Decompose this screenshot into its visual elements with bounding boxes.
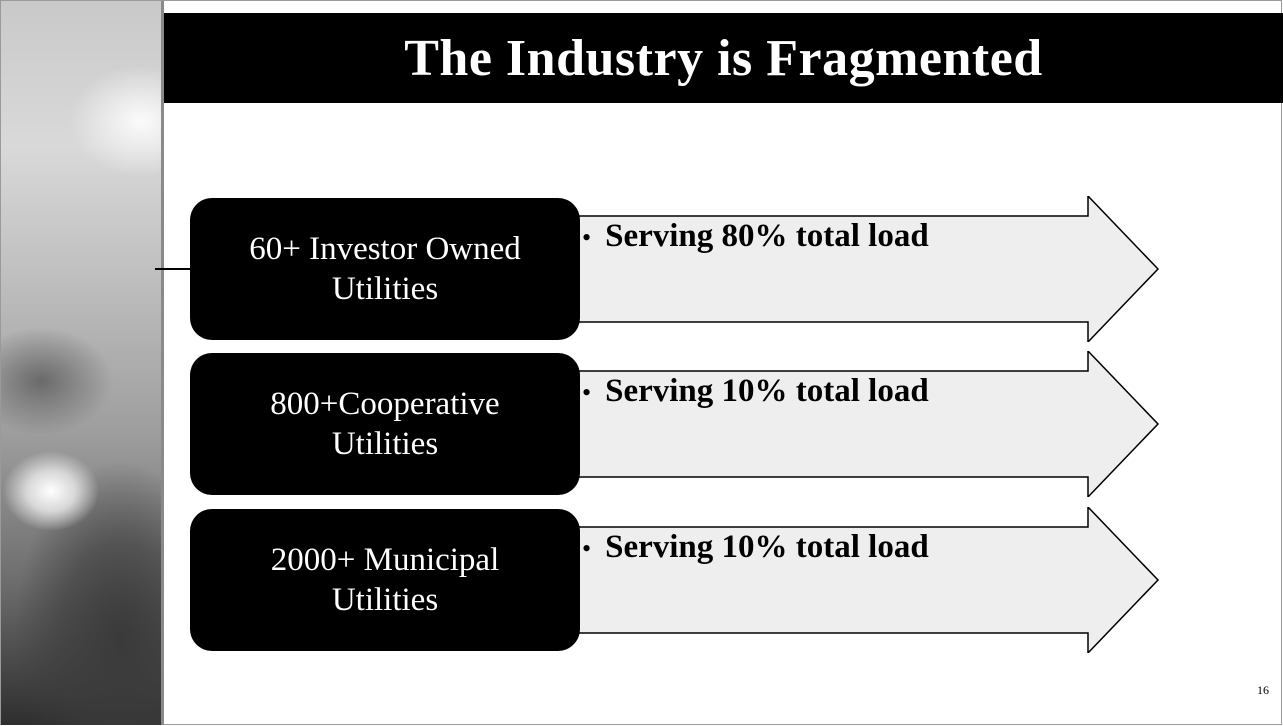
bullet-item: • Serving 10% total load <box>582 373 929 410</box>
category-label-line1: 2000+ Municipal <box>270 542 500 578</box>
category-box: 2000+ Municipal Utilities <box>190 509 580 651</box>
bullet-text: Serving 10% total load <box>605 373 929 409</box>
category-label-line1: 800+Cooperative <box>270 386 500 422</box>
bullet-dot: • <box>582 223 592 252</box>
row-municipal: 2000+ Municipal Utilities • Serving 10% … <box>190 507 1165 653</box>
category-label-line2: Utilities <box>331 582 439 618</box>
title-bar: The Industry is Fragmented <box>164 13 1283 103</box>
category-label: 60+ Investor Owned Utilities <box>205 229 565 309</box>
connector-line <box>155 268 195 270</box>
row-cooperative: 800+Cooperative Utilities • Serving 10% … <box>190 351 1165 497</box>
side-photo-edge <box>161 1 164 725</box>
decorative-side-photo <box>1 1 164 725</box>
category-box: 60+ Investor Owned Utilities <box>190 198 580 340</box>
category-label: 800+Cooperative Utilities <box>205 384 565 464</box>
arrow-shape <box>489 507 1160 653</box>
bullet-text: Serving 10% total load <box>605 529 929 565</box>
bullet-dot: • <box>582 534 592 563</box>
bullet-dot: • <box>582 378 592 407</box>
category-box: 800+Cooperative Utilities <box>190 353 580 495</box>
page-number: 16 <box>1257 683 1269 697</box>
category-label: 2000+ Municipal Utilities <box>205 540 565 620</box>
slide-title: The Industry is Fragmented <box>404 29 1043 87</box>
bullet-item: • Serving 10% total load <box>582 529 929 566</box>
bullet-text: Serving 80% total load <box>605 218 929 254</box>
arrow-shape <box>489 351 1160 497</box>
category-label-line2: Utilities <box>331 271 439 307</box>
bullet-item: • Serving 80% total load <box>582 218 929 255</box>
category-label-line2: Utilities <box>331 426 439 462</box>
category-label-line1: 60+ Investor Owned <box>249 231 521 267</box>
row-investor-owned: 60+ Investor Owned Utilities • Serving 8… <box>190 196 1165 342</box>
arrow-shape <box>489 196 1160 342</box>
